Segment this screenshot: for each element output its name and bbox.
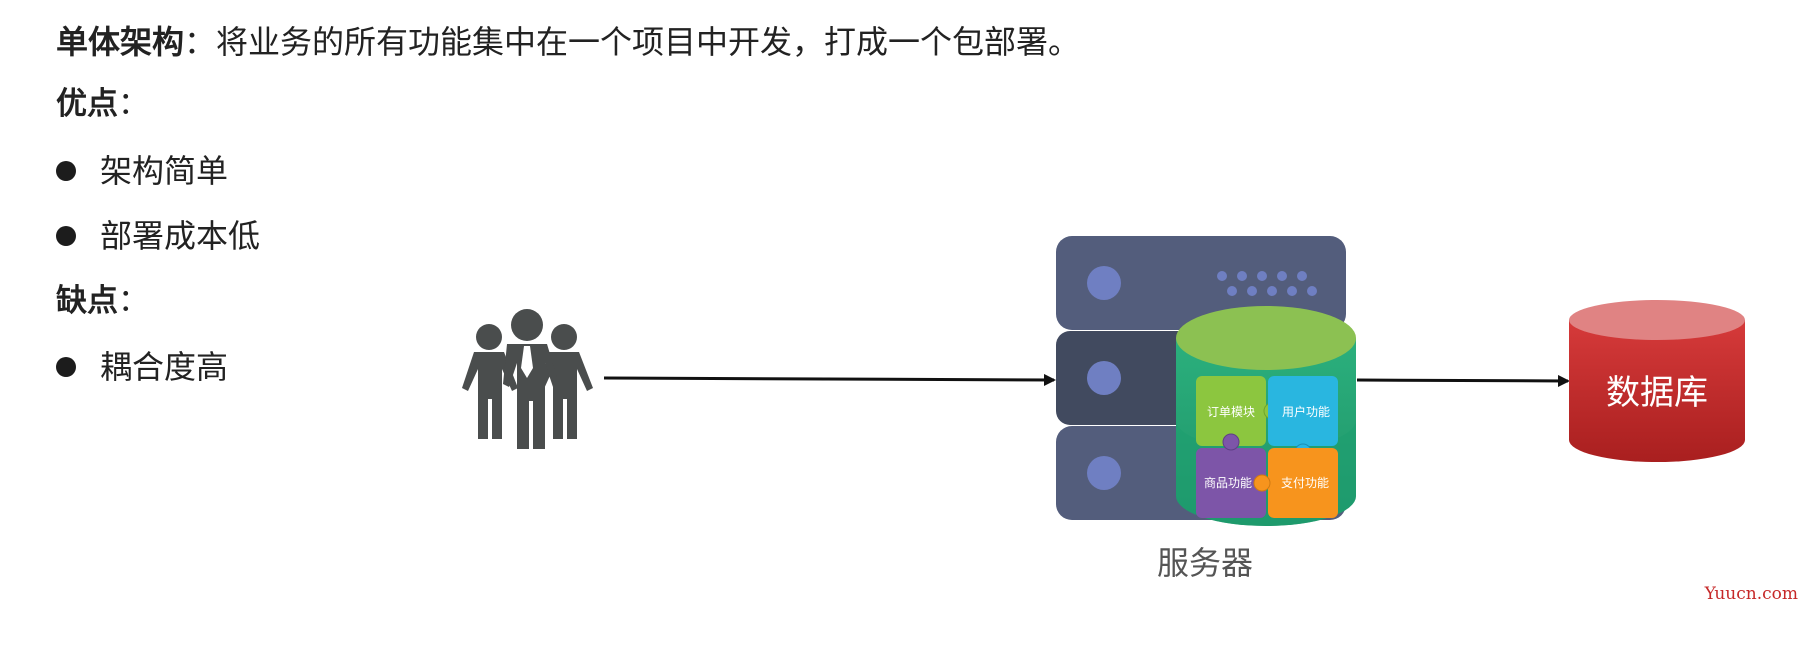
cons-item-text: 耦合度高 [100, 348, 229, 386]
cons-title: 缺点： [56, 281, 149, 321]
headline: 单体架构：将业务的所有功能集中在一个项目中开发，打成一个包部署。 [56, 20, 1080, 64]
headline-separator: ： [184, 23, 217, 61]
pros-title: 优点： [56, 84, 149, 124]
pros-item: 部署成本低 [56, 216, 260, 256]
pros-item-text: 部署成本低 [100, 217, 261, 255]
module-order: 订单模块 [1196, 376, 1281, 446]
pros-title-colon: ： [118, 86, 149, 122]
watermark: Yuucn.com [1704, 584, 1798, 604]
module-product-label: 商品功能 [1204, 475, 1252, 490]
module-product: 商品功能 [1196, 433, 1266, 518]
headline-definition: 将业务的所有功能集中在一个项目中开发，打成一个包部署。 [216, 23, 1081, 61]
request-arrow [603, 373, 1056, 386]
cons-item: 耦合度高 [56, 347, 228, 387]
bullet-dot-icon [56, 357, 76, 377]
module-payment: 支付功能 [1253, 448, 1338, 518]
pros-item: 架构简单 [56, 151, 228, 191]
headline-term: 单体架构 [56, 23, 185, 61]
module-payment-label: 支付功能 [1281, 476, 1329, 490]
bullet-dot-icon [56, 226, 76, 246]
database-icon: 数据库 [1569, 300, 1745, 462]
bullet-dot-icon [56, 161, 76, 181]
pros-item-text: 架构简单 [100, 152, 229, 190]
pros-title-text: 优点 [56, 86, 118, 122]
database-label: 数据库 [1606, 373, 1708, 413]
users-group-icon [462, 309, 593, 449]
server-label: 服务器 [1157, 544, 1253, 582]
module-user-label: 用户功能 [1282, 404, 1330, 419]
query-arrow [1356, 374, 1570, 387]
cons-title-text: 缺点 [56, 283, 118, 319]
cons-title-colon: ： [118, 283, 149, 319]
module-order-label: 订单模块 [1207, 405, 1255, 419]
